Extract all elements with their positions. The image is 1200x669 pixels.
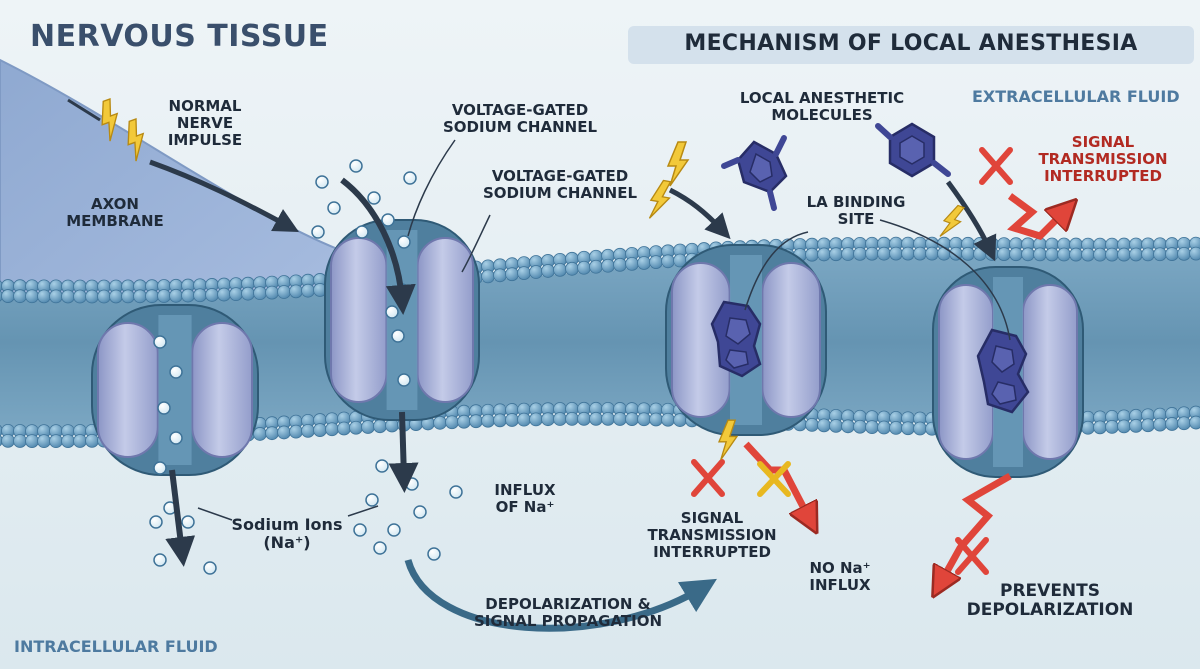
local-anesthetic-molecule-1 (721, 135, 788, 211)
no-influx-label: NO Na⁺INFLUX (809, 559, 871, 594)
drug-approach-arrow-1 (668, 187, 731, 240)
leader-sodium-1 (197, 507, 233, 521)
leader-vgsc-2 (461, 214, 491, 273)
propagation-arrow (404, 558, 717, 632)
signal-interrupted-arrow-top (1007, 193, 1066, 240)
prevents-arrow (940, 472, 1012, 584)
block-x-red (691, 459, 725, 497)
block-x-top (979, 147, 1013, 185)
no-influx-arrow (743, 441, 810, 520)
depolarization-label: DEPOLARIZATION &SIGNAL PROPAGATION (473, 595, 663, 630)
mechanism-title: MECHANISM OF LOCAL ANESTHESIA (684, 31, 1138, 56)
local-anesthetic-molecule-2 (875, 122, 951, 178)
impulse-path-arrow (149, 159, 299, 232)
block-x-bottom (955, 537, 989, 575)
leader-sodium-2 (347, 505, 379, 517)
ion-entry-arrow (340, 177, 416, 315)
lightning-bolts (101, 97, 966, 461)
sodium-ions (149, 159, 463, 575)
page-title: NERVOUS TISSUE (30, 19, 329, 54)
inflow-arrow-left (165, 469, 196, 567)
intracellular-label: INTRACELLULAR FLUID (14, 637, 218, 656)
bound-anesthetic-2 (976, 328, 1030, 414)
drug-approach-arrow-2 (945, 180, 997, 262)
impulse-arrow (67, 98, 101, 122)
bound-anesthetic-1 (710, 300, 762, 378)
mechanism-title-panel (628, 26, 1194, 64)
ion-exit-arrow (388, 411, 419, 493)
leader-binding-1 (744, 231, 809, 311)
sodium-channels (91, 219, 1084, 478)
sodium-ions-label: Sodium Ions(Na⁺) (231, 515, 343, 552)
leader-vgsc-1 (407, 139, 456, 237)
extracellular-label: EXTRACELLULAR FLUID (972, 87, 1180, 106)
membrane-core (0, 257, 1200, 428)
block-x-yellow (757, 461, 791, 497)
leader-binding-2 (879, 219, 1011, 341)
